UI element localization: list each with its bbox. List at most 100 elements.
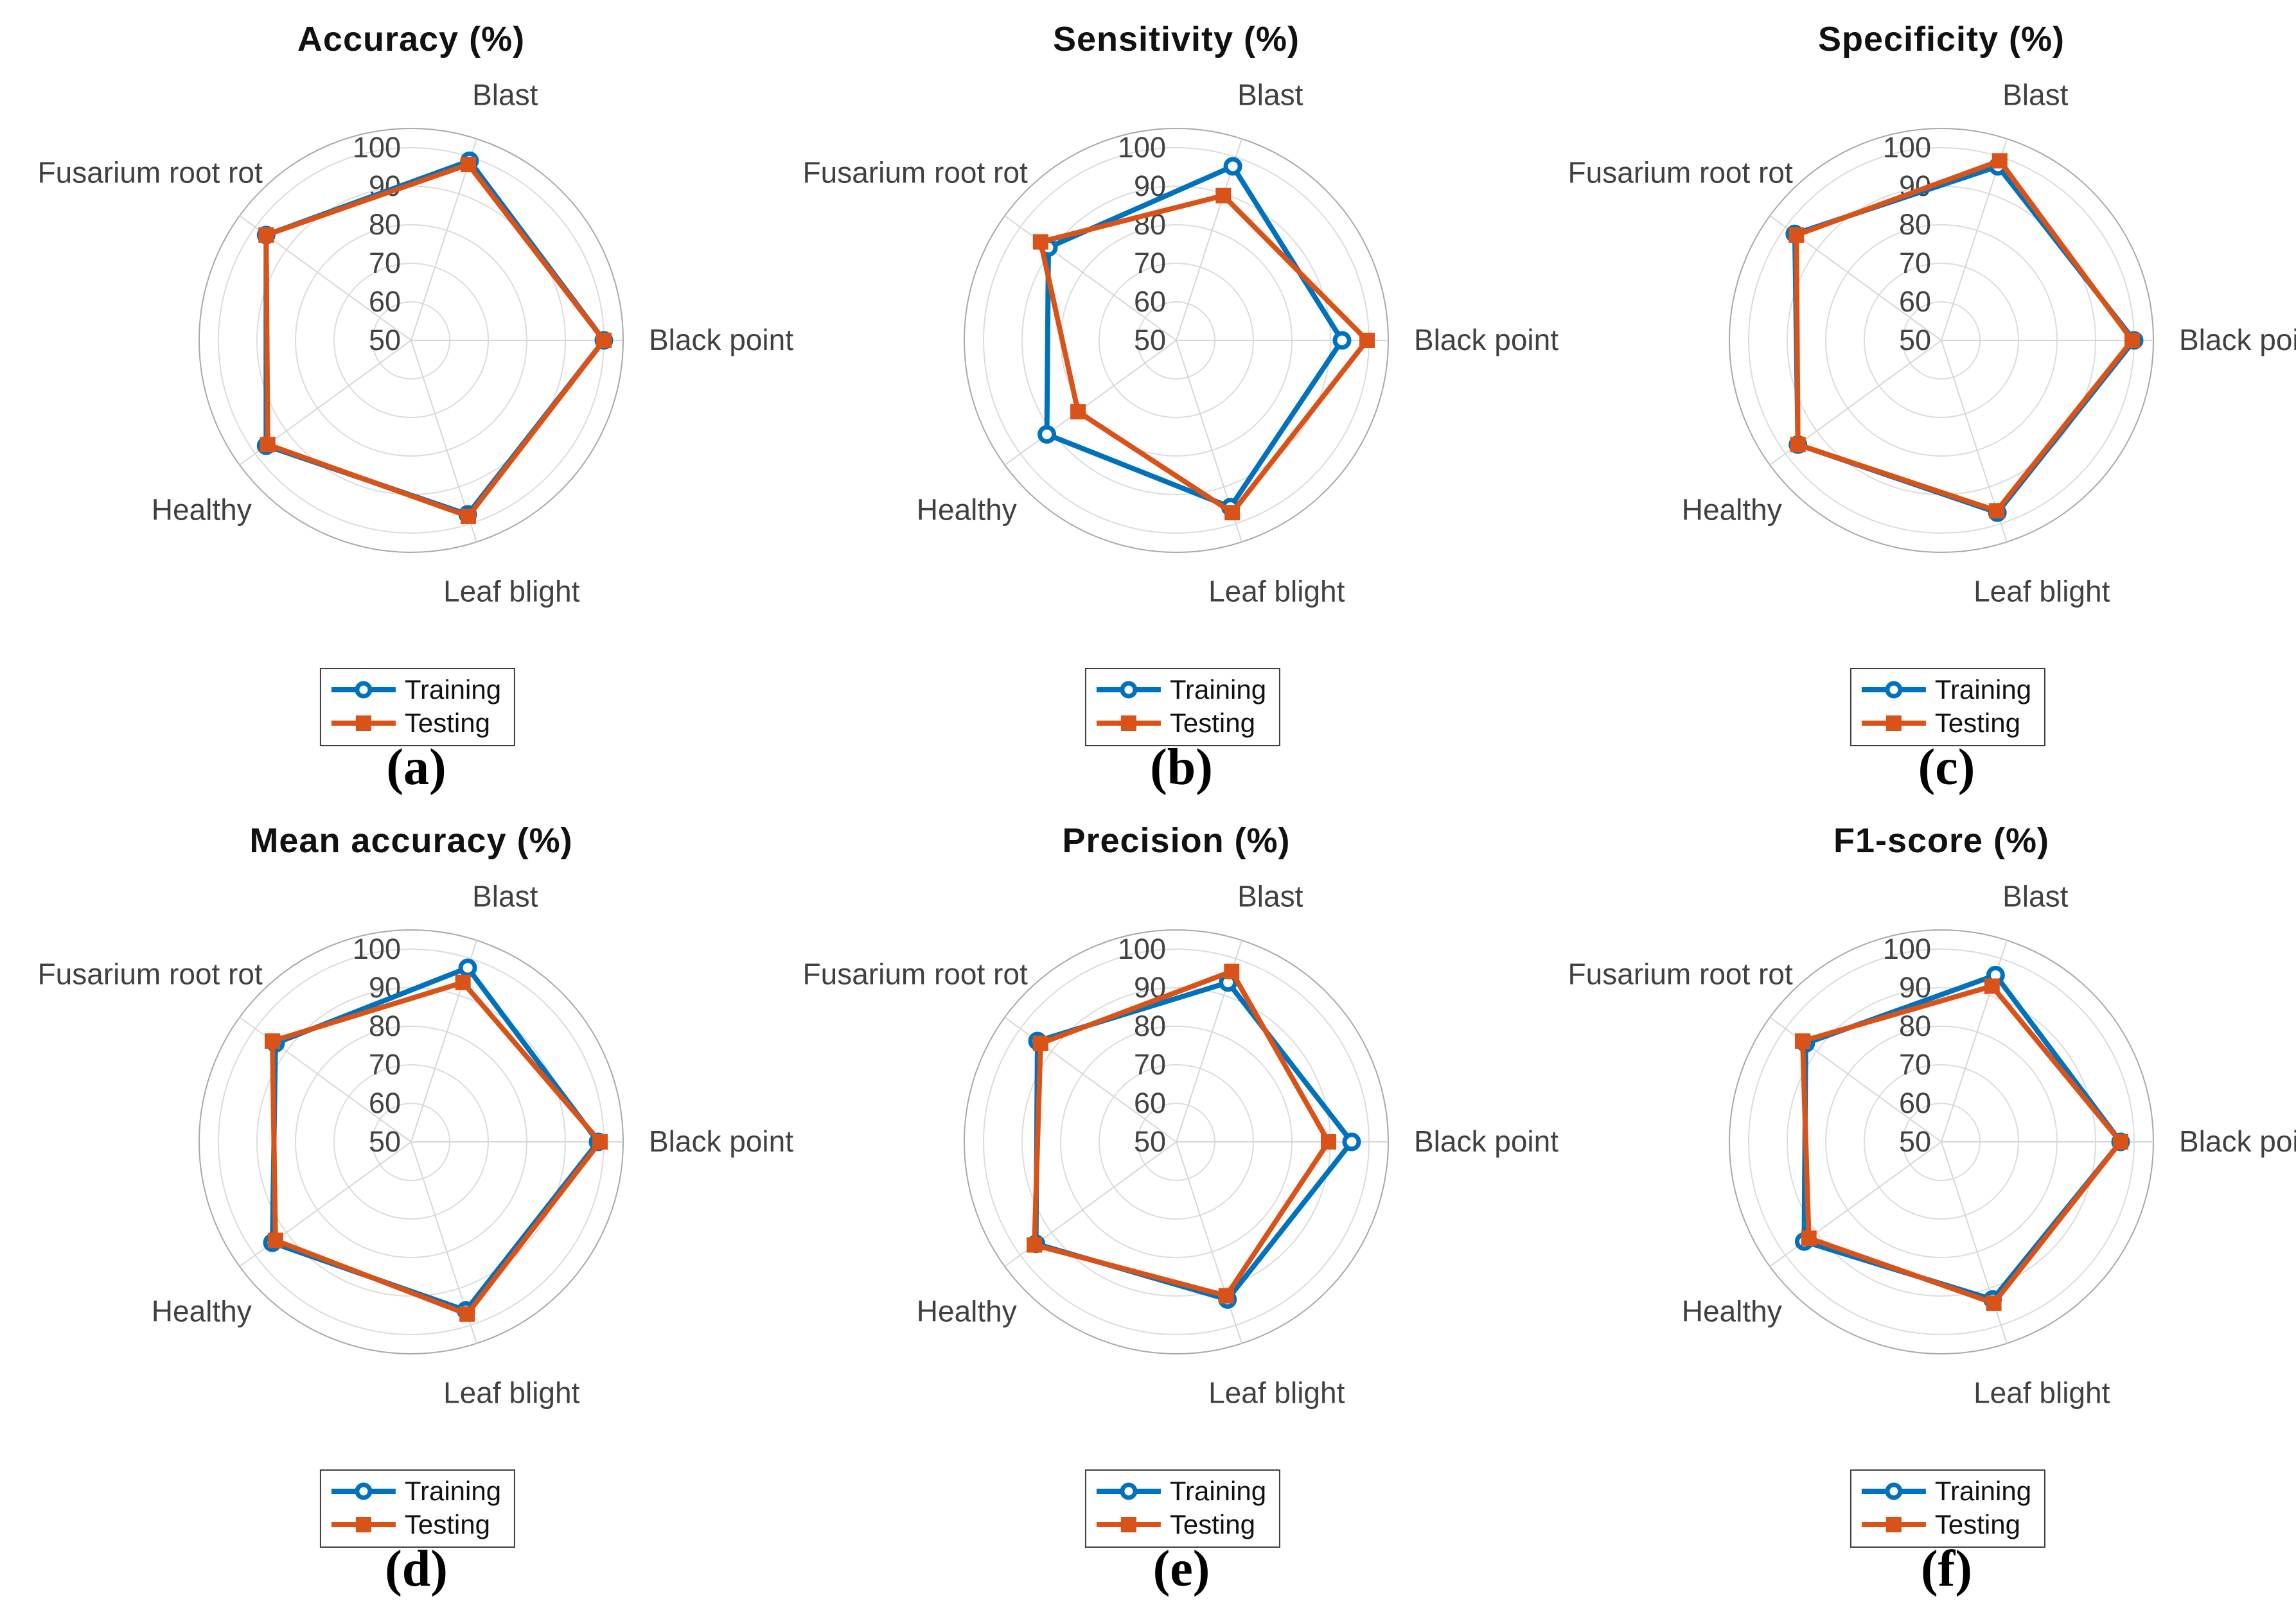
- legend-square-marker: [1120, 1517, 1136, 1532]
- testing-point-marker: [1224, 505, 1241, 521]
- category-label-healthy: Healthy: [152, 1295, 252, 1328]
- training-point-marker: [1223, 157, 1242, 176]
- testing-point-marker: [2124, 333, 2140, 348]
- r-tick-label: 70: [1899, 247, 1931, 279]
- testing-line-square-icon: [331, 715, 396, 731]
- r-tick-label: 50: [1134, 324, 1166, 356]
- r-tick-label: 80: [369, 1010, 401, 1042]
- testing-point-marker: [455, 974, 471, 990]
- testing-point-marker: [1215, 188, 1232, 204]
- legend-item-testing: Testing: [1860, 708, 2031, 739]
- testing-point-marker: [1984, 978, 2000, 994]
- testing-point-marker: [267, 1232, 283, 1248]
- r-tick-label: 100: [353, 131, 401, 164]
- legend-item-testing: Testing: [1860, 1509, 2031, 1540]
- r-tick-label: 50: [1899, 1125, 1931, 1158]
- legend-label: Training: [1169, 674, 1267, 705]
- legend-circle-marker: [1120, 1482, 1138, 1500]
- category-label-black-point: Black point: [1414, 323, 1559, 356]
- legend-square-marker: [1120, 715, 1136, 731]
- category-label-fusarium-root-rot: Fusarium root rot: [1568, 957, 1793, 990]
- legend-box: Training Testing: [1084, 1469, 1281, 1548]
- category-label-healthy: Healthy: [1682, 493, 1782, 527]
- panel-label: (a): [386, 739, 446, 796]
- r-tick-label: 100: [1118, 933, 1166, 965]
- legend-square-marker: [355, 1517, 371, 1532]
- r-tick-label: 60: [369, 285, 401, 318]
- legend-box: Training Testing: [1084, 668, 1281, 746]
- category-label-leaf-blight: Leaf blight: [443, 574, 579, 608]
- training-line-circle-icon: [331, 681, 396, 699]
- series-polygon-testing: [1038, 193, 1370, 516]
- testing-point-marker: [1359, 333, 1375, 348]
- r-tick-label: 60: [1899, 1087, 1931, 1119]
- category-label-fusarium-root-rot: Fusarium root rot: [803, 155, 1028, 189]
- legend-label: Training: [404, 674, 502, 705]
- category-label-blast: Blast: [2002, 880, 2068, 913]
- r-tick-label: 70: [1134, 247, 1166, 279]
- grid-spoke: [1176, 1141, 1242, 1344]
- r-tick-label: 80: [1899, 1010, 1931, 1042]
- training-line-circle-icon: [1096, 681, 1161, 699]
- testing-point-marker: [459, 1306, 475, 1322]
- testing-line-square-icon: [1096, 1517, 1161, 1532]
- r-tick-label: 50: [369, 1125, 401, 1158]
- testing-line-square-icon: [1861, 715, 1926, 731]
- category-label-black-point: Black point: [2179, 323, 2296, 356]
- category-label-blast: Blast: [1237, 880, 1303, 913]
- testing-point-marker: [1321, 1134, 1336, 1150]
- r-tick-label: 100: [1883, 131, 1931, 164]
- testing-point-marker: [1790, 437, 1806, 453]
- grid-spoke: [1769, 1141, 1942, 1267]
- legend-item-training: Training: [330, 1476, 501, 1507]
- legend-label: Testing: [1169, 1509, 1255, 1539]
- chart-title: Accuracy (%): [297, 20, 525, 58]
- r-tick-label: 100: [1118, 131, 1166, 164]
- series-polygon-training: [1044, 163, 1345, 510]
- chart-title: Sensitivity (%): [1052, 20, 1300, 58]
- legend-box: Training Testing: [1850, 1469, 2046, 1548]
- r-tick-label: 80: [1899, 208, 1931, 241]
- chart-title: Specificity (%): [1817, 20, 2065, 58]
- training-line-circle-icon: [1861, 681, 1926, 699]
- category-label-healthy: Healthy: [152, 493, 252, 527]
- testing-point-marker: [1032, 1035, 1048, 1051]
- training-line-circle-icon: [1861, 1482, 1926, 1500]
- testing-point-marker: [1801, 1230, 1817, 1246]
- panel-label: (d): [385, 1541, 448, 1597]
- r-tick-label: 100: [353, 933, 401, 965]
- training-line-circle-icon: [331, 1482, 396, 1500]
- r-tick-label: 60: [1899, 285, 1931, 318]
- legend-label: Testing: [404, 1509, 490, 1539]
- legend-square-marker: [1885, 715, 1902, 731]
- category-label-black-point: Black point: [2179, 1125, 2296, 1158]
- legend-item-testing: Testing: [330, 1509, 501, 1540]
- testing-point-marker: [260, 437, 276, 453]
- testing-point-marker: [264, 1033, 280, 1049]
- category-label-fusarium-root-rot: Fusarium root rot: [38, 155, 263, 189]
- legend-label: Training: [1934, 1476, 2032, 1506]
- r-tick-label: 60: [369, 1087, 401, 1119]
- chart-title: F1-score (%): [1833, 821, 2050, 860]
- category-label-healthy: Healthy: [917, 493, 1017, 527]
- series-polygon-testing: [1032, 968, 1331, 1299]
- testing-line-square-icon: [1096, 715, 1161, 731]
- series-polygon-testing: [269, 979, 603, 1317]
- legend-circle-marker: [1120, 681, 1138, 699]
- category-label-black-point: Black point: [1414, 1125, 1559, 1158]
- chart-title: Precision (%): [1062, 821, 1291, 860]
- category-label-blast: Blast: [1237, 78, 1303, 112]
- legend-label: Testing: [1934, 1509, 2020, 1539]
- r-tick-label: 50: [369, 324, 401, 356]
- legend-item-testing: Testing: [1095, 1509, 1266, 1540]
- r-tick-label: 50: [1899, 324, 1931, 356]
- legend-label: Testing: [1169, 708, 1255, 738]
- category-label-fusarium-root-rot: Fusarium root rot: [803, 957, 1028, 990]
- legend-item-testing: Testing: [330, 708, 501, 739]
- legend-label: Training: [1169, 1476, 1267, 1506]
